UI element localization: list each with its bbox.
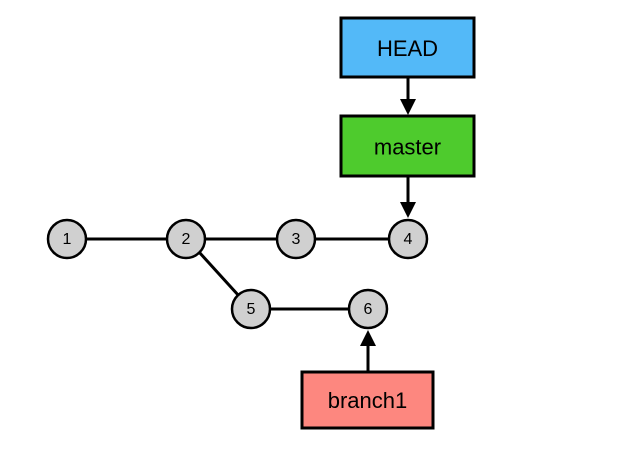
arrow-master-to-commit4	[400, 177, 416, 218]
commit-node-6-label: 6	[364, 301, 373, 318]
commit-node-2[interactable]: 2	[165, 218, 207, 260]
head-box-label: HEAD	[377, 36, 438, 61]
arrow-branch1-to-commit6	[360, 330, 376, 371]
commit-edges	[86, 237, 389, 311]
commit-node-1[interactable]: 1	[46, 218, 88, 260]
commit-node-5-circle[interactable]	[230, 288, 272, 330]
commit-node-6[interactable]: 6	[347, 288, 389, 330]
commit-node-1-circle[interactable]	[46, 218, 88, 260]
commit-node-2-label: 2	[182, 231, 191, 248]
edge-commit2-commit5	[197, 250, 241, 298]
head-box-rect[interactable]	[339, 16, 476, 79]
arrow-master-to-commit4-tip	[400, 202, 416, 218]
commit-node-4-label: 4	[404, 231, 413, 248]
arrow-branch1-to-commit6-tip	[360, 330, 376, 346]
commit-node-1-label: 1	[63, 231, 72, 248]
commit-node-3-circle[interactable]	[275, 218, 317, 260]
commit-node-5-label: 5	[247, 301, 256, 318]
commit-node-6-circle[interactable]	[347, 288, 389, 330]
master-box-label: master	[374, 135, 441, 160]
commit-node-4-circle[interactable]	[387, 218, 429, 260]
branch1-box-label: branch1	[328, 388, 408, 413]
commit-node-3[interactable]: 3	[275, 218, 317, 260]
arrow-head-to-master	[400, 78, 416, 115]
master-box-rect[interactable]	[339, 114, 476, 178]
label-box-master[interactable]: master	[339, 114, 476, 178]
label-box-head[interactable]: HEAD	[339, 16, 476, 79]
commit-node-2-circle[interactable]	[165, 218, 207, 260]
commit-node-3-label: 3	[292, 231, 301, 248]
arrow-head-to-master-tip	[400, 99, 416, 115]
label-box-branch1[interactable]: branch1	[300, 370, 435, 430]
commit-node-4[interactable]: 4	[387, 218, 429, 260]
branch1-box-rect[interactable]	[300, 370, 435, 430]
commit-node-5[interactable]: 5	[230, 288, 272, 330]
